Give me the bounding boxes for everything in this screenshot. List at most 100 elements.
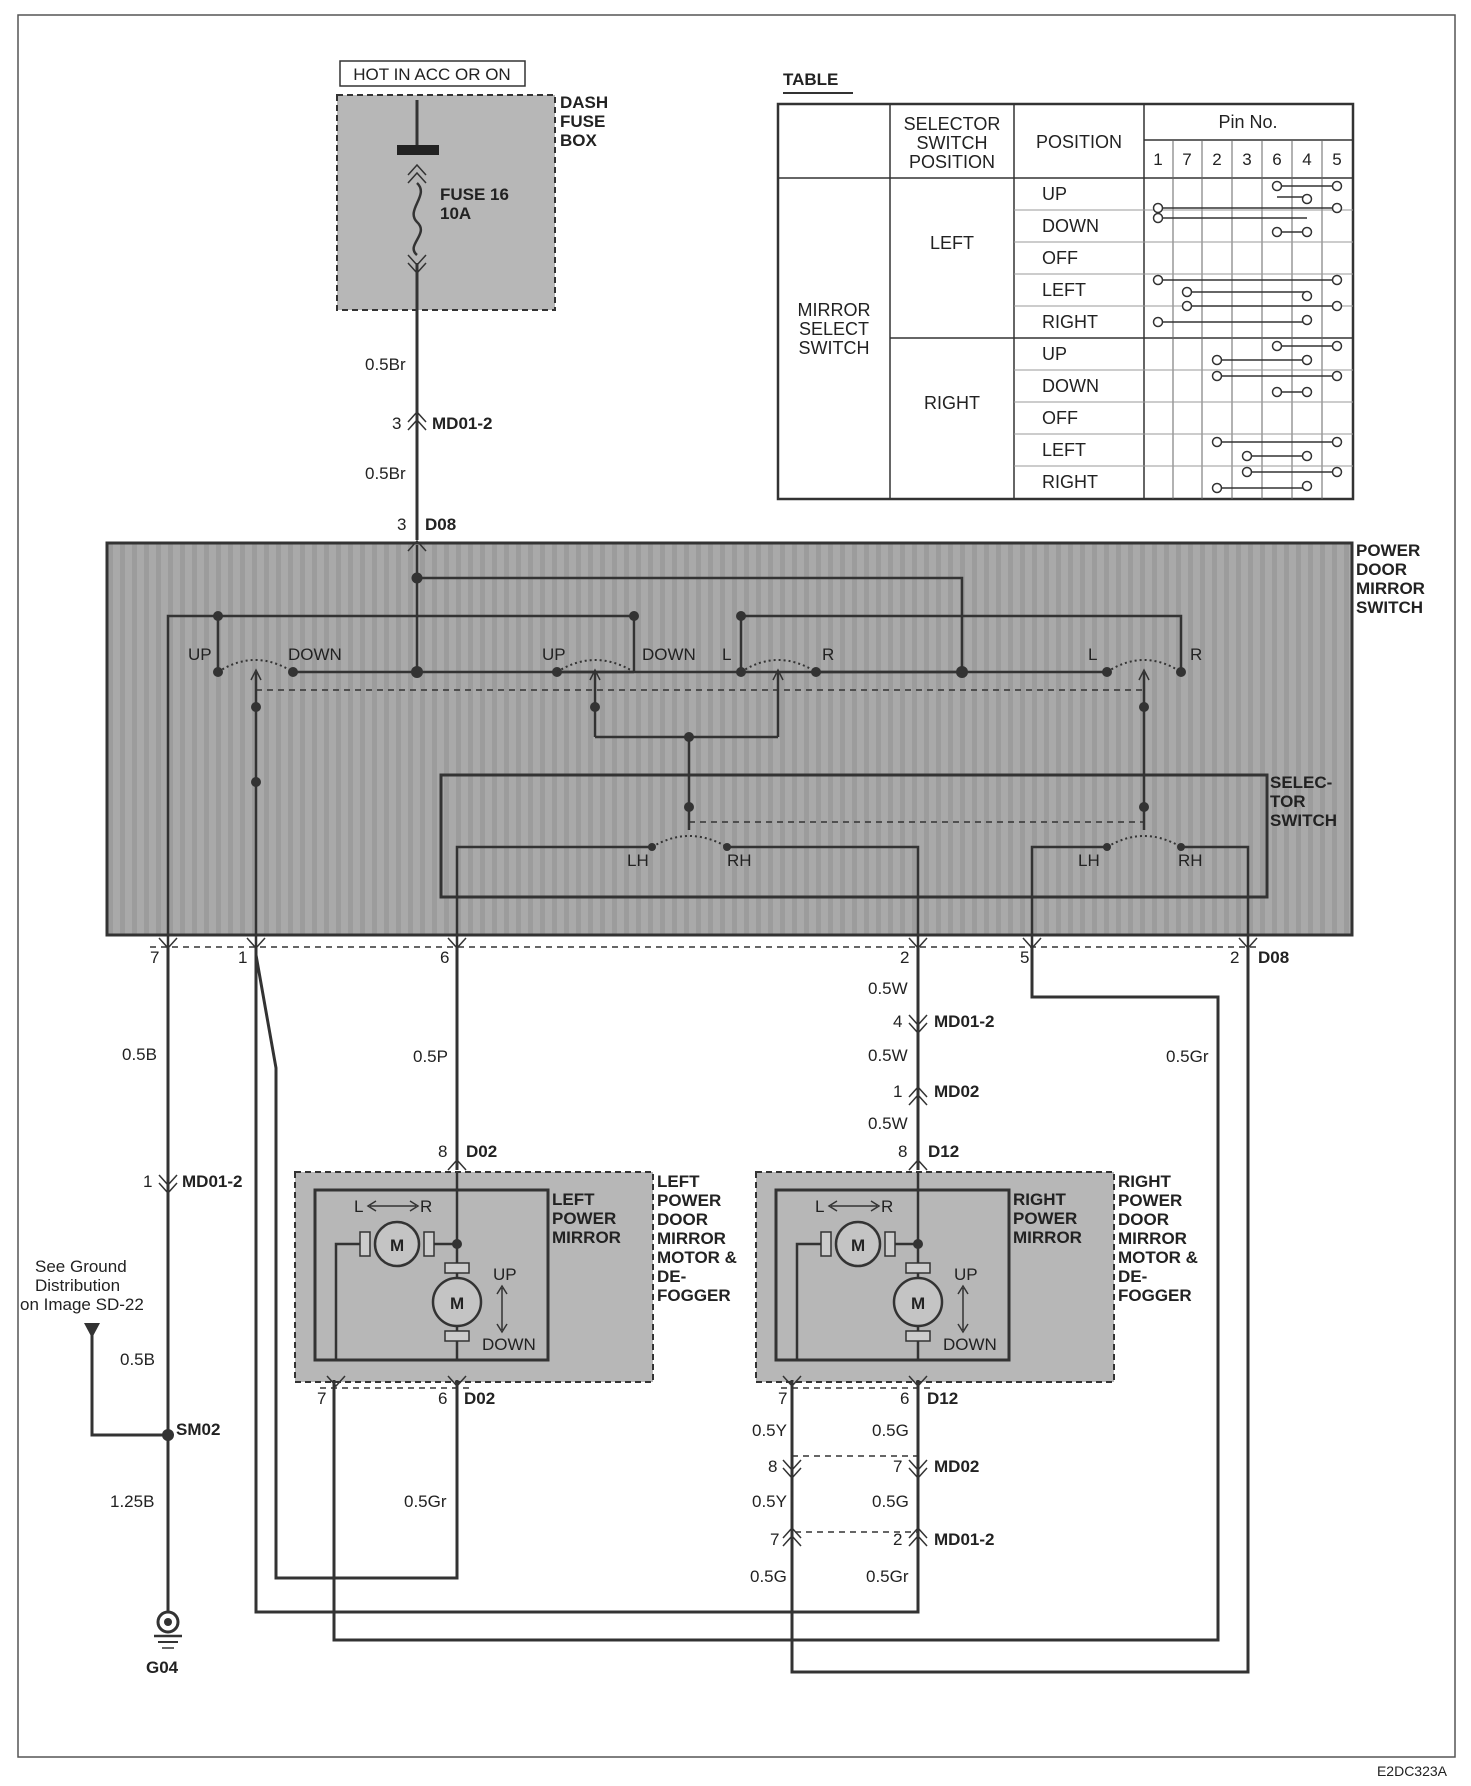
left-mirror-outer-6: DE- — [657, 1267, 686, 1286]
d02-bottom-name: D02 — [464, 1389, 495, 1408]
updown-motor-icon — [892, 1276, 944, 1328]
fuse-symbol — [412, 182, 423, 256]
left-mirror-outer-1: LEFT — [657, 1172, 700, 1191]
md01-2-a-name: MD01-2 — [934, 1012, 994, 1031]
left-mirror-inner-1: LEFT — [552, 1190, 595, 1209]
left-mirror-outer-4: MIRROR — [657, 1229, 726, 1248]
wire-label-b3: 1.25B — [110, 1492, 154, 1511]
d08-pin-2b: 2 — [1230, 948, 1239, 967]
pos-4: RIGHT — [1042, 312, 1098, 332]
left-motor-2-label: M — [450, 1294, 464, 1313]
d12-bottom-pin-6: 6 — [900, 1389, 909, 1408]
contact-r-2: R — [1190, 645, 1202, 664]
right-mirror-outer-5: MOTOR & — [1118, 1248, 1198, 1267]
contact-lh-2: LH — [1078, 851, 1100, 870]
power-door-mirror-switch: POWER DOOR MIRROR SWITCH UP — [105, 539, 1425, 947]
pin-col-2: 2 — [1212, 150, 1221, 169]
left-mirror-inner-2: POWER — [552, 1209, 616, 1228]
lr-arrow-icon — [366, 1200, 420, 1212]
updown-arrow-icon — [496, 1284, 508, 1334]
wire-label-gr-bottom: 0.5Gr — [866, 1567, 909, 1586]
left-mirror-outer-3: DOOR — [657, 1210, 708, 1229]
contact-r-1: R — [822, 645, 834, 664]
pos-6: DOWN — [1042, 376, 1099, 396]
selector-name-3: SWITCH — [1270, 811, 1337, 830]
md01-2-left-name: MD01-2 — [182, 1172, 242, 1191]
d12-top-name: D12 — [928, 1142, 959, 1161]
figure-code: E2DC323A — [1377, 1763, 1448, 1779]
switch-name-4: SWITCH — [1356, 598, 1423, 617]
contact-down-1: DOWN — [288, 645, 342, 664]
d08-pin-1: 1 — [238, 948, 247, 967]
md02-b-pin-7: 7 — [893, 1457, 902, 1476]
md01-2-top-pin: 3 — [392, 414, 401, 433]
left-mirror-up: UP — [493, 1265, 517, 1284]
fuse-bus-bar — [397, 145, 439, 155]
right-mirror-outer-2: POWER — [1118, 1191, 1182, 1210]
row-group-1: MIRROR — [798, 300, 871, 320]
pos-2: OFF — [1042, 248, 1078, 268]
table-title: TABLE — [783, 70, 838, 89]
right-mirror-outer-7: FOGGER — [1118, 1286, 1192, 1305]
updown-arrow-icon — [957, 1284, 969, 1334]
pos-1: DOWN — [1042, 216, 1099, 236]
left-mirror-down: DOWN — [482, 1335, 536, 1354]
right-mirror-outer-4: MIRROR — [1118, 1229, 1187, 1248]
right-motor-1-label: M — [851, 1236, 865, 1255]
wire-pin2-right — [790, 947, 1250, 1674]
d08-pin-2a: 2 — [900, 948, 909, 967]
wire-label-p: 0.5P — [413, 1047, 448, 1066]
contact-up-2: UP — [542, 645, 566, 664]
d02-bottom-pin-6: 6 — [438, 1389, 447, 1408]
md01-2-left-pin: 1 — [143, 1172, 152, 1191]
md01-2-b-pin-7: 7 — [770, 1530, 779, 1549]
supply-label: HOT IN ACC OR ON — [353, 65, 510, 84]
md01-2-top-name: MD01-2 — [432, 414, 492, 433]
wire-label-g3: 0.5G — [750, 1567, 787, 1586]
fuse-box-name-3: BOX — [560, 131, 598, 150]
left-mirror-inner-3: MIRROR — [552, 1228, 621, 1247]
row-group-3: SWITCH — [799, 338, 870, 358]
selector-name-1: SELEC- — [1270, 773, 1332, 792]
selector-name-2: TOR — [1270, 792, 1306, 811]
d02-top-name: D02 — [466, 1142, 497, 1161]
wire-label-gr-left: 0.5Gr — [404, 1492, 447, 1511]
pos-7: OFF — [1042, 408, 1078, 428]
header-selector-3: POSITION — [909, 152, 995, 172]
right-mirror-l: L — [815, 1197, 824, 1216]
fuse-box-name-1: DASH — [560, 93, 608, 112]
right-mirror-inner-1: RIGHT — [1013, 1190, 1067, 1209]
d08-bottom-name: D08 — [1258, 948, 1289, 967]
wire-label-br2: 0.5Br — [365, 464, 406, 483]
selector-right: RIGHT — [924, 393, 980, 413]
md01-2-b-name: MD01-2 — [934, 1530, 994, 1549]
updown-motor-icon — [431, 1276, 483, 1328]
wire-label-y2: 0.5Y — [752, 1492, 787, 1511]
right-mirror-r: R — [881, 1197, 893, 1216]
contact-rh-1: RH — [727, 851, 752, 870]
left-mirror-outer-5: MOTOR & — [657, 1248, 737, 1267]
contact-lh-1: LH — [627, 851, 649, 870]
md02-a-pin: 1 — [893, 1082, 902, 1101]
ground-arrow-icon — [84, 1323, 100, 1338]
dash-fuse-box: HOT IN ACC OR ON DASH FUSE BOX FUSE 16 1… — [336, 60, 608, 540]
wire-label-g2: 0.5G — [872, 1492, 909, 1511]
left-mirror-outer-7: FOGGER — [657, 1286, 731, 1305]
switch-name-3: MIRROR — [1356, 579, 1425, 598]
contact-down-2: DOWN — [642, 645, 696, 664]
pin-table: TABLE SELECTOR SWITCH POSITION POSITION … — [776, 70, 1355, 501]
page-frame — [17, 14, 1456, 1758]
header-selector-1: SELECTOR — [904, 114, 1001, 134]
pos-0: UP — [1042, 184, 1067, 204]
selector-switch — [439, 773, 1269, 899]
header-selector-2: SWITCH — [917, 133, 988, 153]
header-position: POSITION — [1036, 132, 1122, 152]
contact-rh-2: RH — [1178, 851, 1203, 870]
left-mirror-outer-2: POWER — [657, 1191, 721, 1210]
wire-label-w1: 0.5W — [868, 979, 908, 998]
right-mirror-outer-6: DE- — [1118, 1267, 1147, 1286]
contact-l-2: L — [1088, 645, 1097, 664]
d08-top-pin: 3 — [397, 515, 406, 534]
d12-bottom-pin-7: 7 — [778, 1389, 787, 1408]
